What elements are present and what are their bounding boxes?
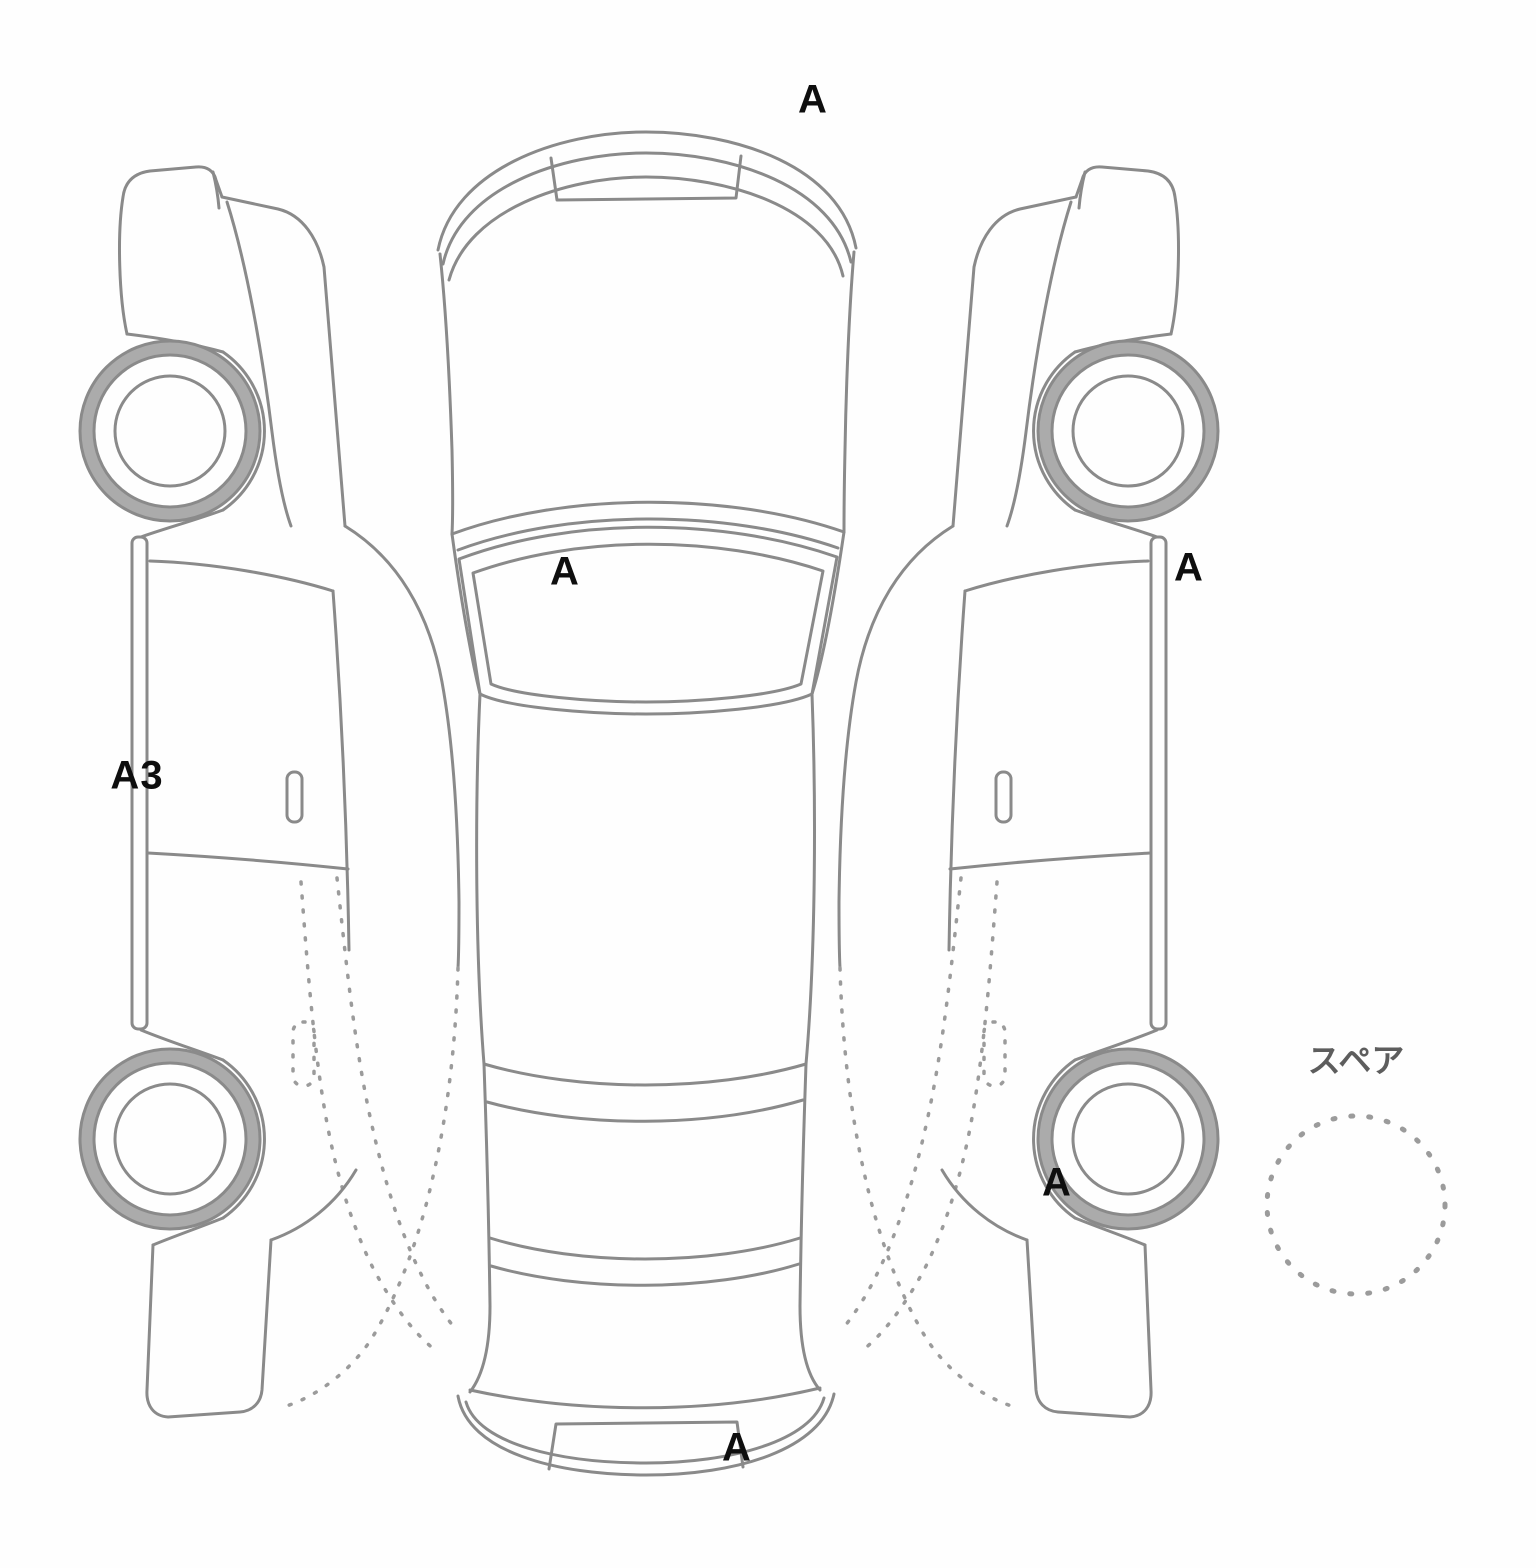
front-tire — [80, 341, 260, 521]
door-seam — [146, 851, 350, 871]
damage-mark-right-sill: A — [1174, 545, 1204, 590]
rear-wheel-outer — [78, 1047, 262, 1231]
a-pillar — [220, 195, 347, 528]
hood-right-edge — [842, 250, 856, 534]
body-side-right-front — [810, 530, 846, 696]
door-front-edge — [148, 559, 335, 593]
damage-mark-right-rear-wheel: A — [1042, 1160, 1072, 1205]
windshield-inner — [471, 542, 825, 704]
rear-wheel-arch — [221, 1058, 266, 1220]
roofline-hidden — [281, 966, 460, 1409]
rear-fender — [145, 1238, 273, 1419]
rear-plate — [547, 1420, 745, 1471]
spare-tire-circle — [1264, 1113, 1448, 1297]
front-arch-tail — [139, 508, 225, 539]
rear-bumper-top — [468, 1386, 822, 1410]
hood-line — [225, 200, 293, 528]
body-side-left-rear — [468, 1062, 492, 1394]
rear-wheel-rim — [113, 1082, 227, 1196]
trunk-line — [488, 1236, 802, 1261]
damage-mark-windshield: A — [550, 549, 580, 594]
front-bumper-strip — [441, 151, 853, 266]
fuel-door-hidden — [291, 1020, 316, 1088]
window-line-hidden-outer — [335, 876, 460, 1334]
roof-left-edge — [475, 692, 486, 1066]
rear-window-top — [482, 1062, 808, 1087]
roof-right-edge — [804, 692, 816, 1066]
rear-wheel-inner — [92, 1061, 248, 1217]
body-side-right-rear — [798, 1062, 822, 1392]
trunk-line-inner — [489, 1262, 801, 1287]
windshield-outer — [457, 525, 839, 716]
door-handle — [285, 770, 304, 824]
front-wheel-inner — [92, 353, 248, 509]
rear-arch-lead — [139, 1028, 225, 1062]
rear-tire — [80, 1049, 260, 1229]
left-side-view — [78, 165, 461, 1419]
window-line-hidden-inner — [299, 880, 441, 1355]
fender-seam — [211, 170, 221, 210]
front-fender — [118, 165, 224, 336]
rear-window-bottom — [485, 1098, 805, 1123]
cowl-line — [450, 500, 846, 536]
front-wheel-arch — [221, 350, 266, 512]
right-side-view — [839, 167, 1218, 1417]
damage-mark-rear-bumper: A — [722, 1425, 752, 1470]
damage-mark-front-bumper: A — [798, 77, 828, 122]
cowl-line-inner — [456, 517, 840, 552]
damage-mark-left-sill: A3 — [110, 753, 164, 798]
spare-tire — [1264, 1113, 1448, 1297]
top-view — [436, 130, 858, 1477]
front-grille — [549, 154, 743, 202]
front-bumper — [436, 130, 858, 252]
rear-bumper-inner — [464, 1396, 826, 1465]
roofline — [343, 524, 461, 970]
rocker-sill — [130, 535, 149, 1031]
belt-line — [331, 589, 351, 952]
hood-left-edge — [438, 252, 455, 536]
front-wheel-rim — [113, 374, 227, 488]
rear-bumper — [456, 1392, 836, 1477]
body-side-left-front — [450, 532, 482, 696]
front-wheel-outer — [78, 339, 262, 523]
rear-quarter-line — [269, 1168, 358, 1242]
front-bumper-inner — [447, 175, 845, 282]
rear-arch-tail — [151, 1216, 225, 1247]
spare-tire-label: スペア — [1307, 1042, 1405, 1079]
